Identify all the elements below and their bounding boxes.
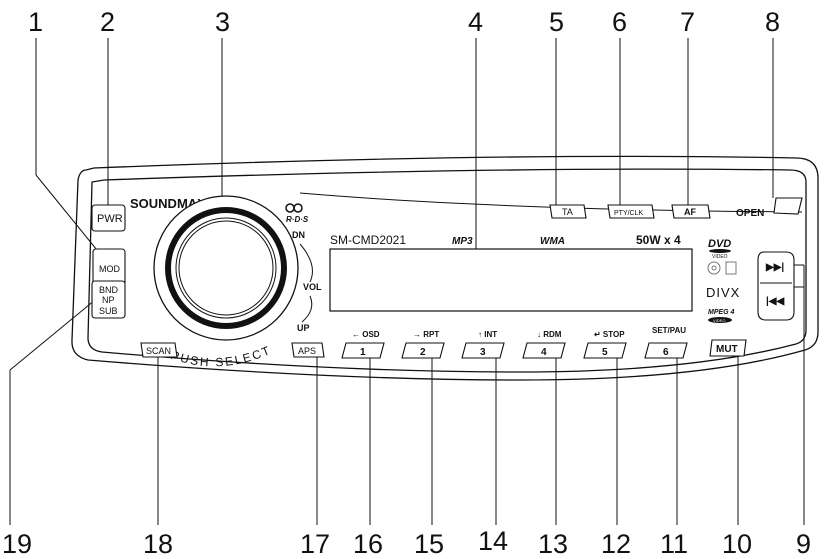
power-button-label: PWR bbox=[97, 213, 123, 225]
skip-buttons-housing bbox=[757, 251, 795, 321]
disc-icons bbox=[707, 261, 737, 275]
callout-13: 13 bbox=[538, 529, 568, 559]
preset-5-button[interactable]: 5 bbox=[583, 342, 627, 359]
dvd-logo: DVD VIDEO bbox=[708, 238, 731, 260]
band-label: BND bbox=[99, 285, 119, 295]
callout-16: 16 bbox=[353, 529, 383, 559]
preset-5-number: 5 bbox=[602, 347, 608, 358]
np-label: NP bbox=[102, 295, 115, 305]
rds-logo: R·D·S bbox=[285, 203, 309, 224]
next-icon: ▶▶| bbox=[765, 262, 784, 273]
callout-11: 11 bbox=[660, 529, 688, 559]
preset-6-label: SET/PAU bbox=[652, 326, 686, 335]
callout-7: 7 bbox=[680, 7, 695, 37]
mute-button[interactable]: MUT bbox=[709, 339, 747, 357]
mode-button-label: MOD bbox=[99, 264, 120, 274]
preset-5-label: ↵ STOP bbox=[594, 330, 625, 339]
vol-dn-label: DN bbox=[292, 230, 305, 240]
pty-clk-button[interactable]: PTY/CLK bbox=[607, 204, 655, 219]
scan-button-label: SCAN bbox=[146, 346, 171, 356]
mp3-logo: MP3 bbox=[452, 236, 473, 247]
vol-arc-bottom bbox=[301, 295, 313, 323]
preset-6-button[interactable]: 6 bbox=[644, 342, 688, 359]
ta-button[interactable]: TA bbox=[549, 204, 587, 219]
divx-logo: DIVX bbox=[706, 285, 740, 300]
wma-logo: WMA bbox=[540, 236, 565, 247]
mpeg4-logo: MPEG 4 VIDEO bbox=[708, 309, 735, 323]
callout-2: 2 bbox=[100, 7, 115, 37]
callout-3: 3 bbox=[215, 7, 230, 37]
preset-1-number: 1 bbox=[360, 347, 366, 358]
mode-button[interactable]: MOD bbox=[92, 248, 126, 286]
callout-17: 17 bbox=[300, 529, 330, 559]
callout-14: 14 bbox=[478, 526, 508, 556]
callout-9: 9 bbox=[796, 529, 811, 559]
callout-18: 18 bbox=[143, 529, 173, 559]
svg-text:DVD: DVD bbox=[708, 238, 731, 250]
callout-6: 6 bbox=[612, 7, 627, 37]
rds-label: R·D·S bbox=[286, 215, 309, 224]
callout-1: 1 bbox=[28, 7, 43, 37]
leader-lines bbox=[9, 38, 805, 525]
vol-label: VOL bbox=[303, 282, 322, 292]
preset-6-number: 6 bbox=[663, 347, 669, 358]
sub-label: SUB bbox=[99, 306, 118, 316]
prev-track-button[interactable]: |◀◀ bbox=[766, 296, 784, 307]
volume-knob[interactable] bbox=[153, 195, 299, 341]
callout-12: 12 bbox=[601, 529, 631, 559]
svg-text:VIDEO: VIDEO bbox=[712, 254, 728, 260]
pty-clk-button-label: PTY/CLK bbox=[614, 210, 644, 217]
power-rating: 50W x 4 bbox=[636, 233, 681, 247]
preset-2-button[interactable]: 2 bbox=[401, 342, 445, 359]
callout-10: 10 bbox=[722, 529, 752, 559]
af-button-label: AF bbox=[684, 207, 696, 217]
callout-4: 4 bbox=[468, 7, 483, 37]
preset-2-number: 2 bbox=[420, 347, 426, 358]
aps-button-label: APS bbox=[298, 346, 316, 356]
ta-button-label: TA bbox=[562, 207, 573, 217]
preset-3-label: ↑ INT bbox=[478, 330, 497, 339]
scan-button[interactable]: SCAN bbox=[140, 342, 178, 358]
mute-button-label: MUT bbox=[716, 344, 738, 355]
preset-2-label: → RPT bbox=[413, 330, 439, 339]
preset-3-number: 3 bbox=[480, 347, 486, 358]
faceplate bbox=[71, 155, 819, 381]
preset-4-label: ↓ RDM bbox=[537, 330, 562, 339]
callout-5: 5 bbox=[549, 7, 564, 37]
callout-15: 15 bbox=[414, 529, 444, 559]
svg-text:VIDEO: VIDEO bbox=[713, 318, 725, 323]
prev-icon: |◀◀ bbox=[766, 296, 784, 307]
lcd-display bbox=[329, 248, 693, 312]
callout-19: 19 bbox=[2, 529, 32, 559]
vol-arc-top bbox=[299, 243, 313, 283]
next-track-button[interactable]: ▶▶| bbox=[765, 262, 784, 273]
open-label: OPEN bbox=[736, 208, 764, 219]
callout-8: 8 bbox=[765, 7, 780, 37]
model-name: SM-CMD2021 bbox=[330, 233, 406, 247]
aps-button[interactable]: APS bbox=[291, 342, 325, 358]
svg-text:MPEG 4: MPEG 4 bbox=[708, 309, 735, 316]
preset-4-number: 4 bbox=[541, 347, 547, 358]
open-button[interactable] bbox=[773, 197, 803, 215]
af-button[interactable]: AF bbox=[671, 204, 711, 219]
power-button[interactable]: PWR bbox=[91, 204, 126, 232]
preset-1-button[interactable]: 1 bbox=[341, 342, 385, 359]
vol-up-label: UP bbox=[297, 323, 310, 333]
band-np-sub-button[interactable]: BND NP SUB bbox=[91, 280, 126, 319]
preset-3-button[interactable]: 3 bbox=[461, 342, 505, 359]
preset-1-label: ← OSD bbox=[352, 330, 380, 339]
preset-4-button[interactable]: 4 bbox=[522, 342, 566, 359]
